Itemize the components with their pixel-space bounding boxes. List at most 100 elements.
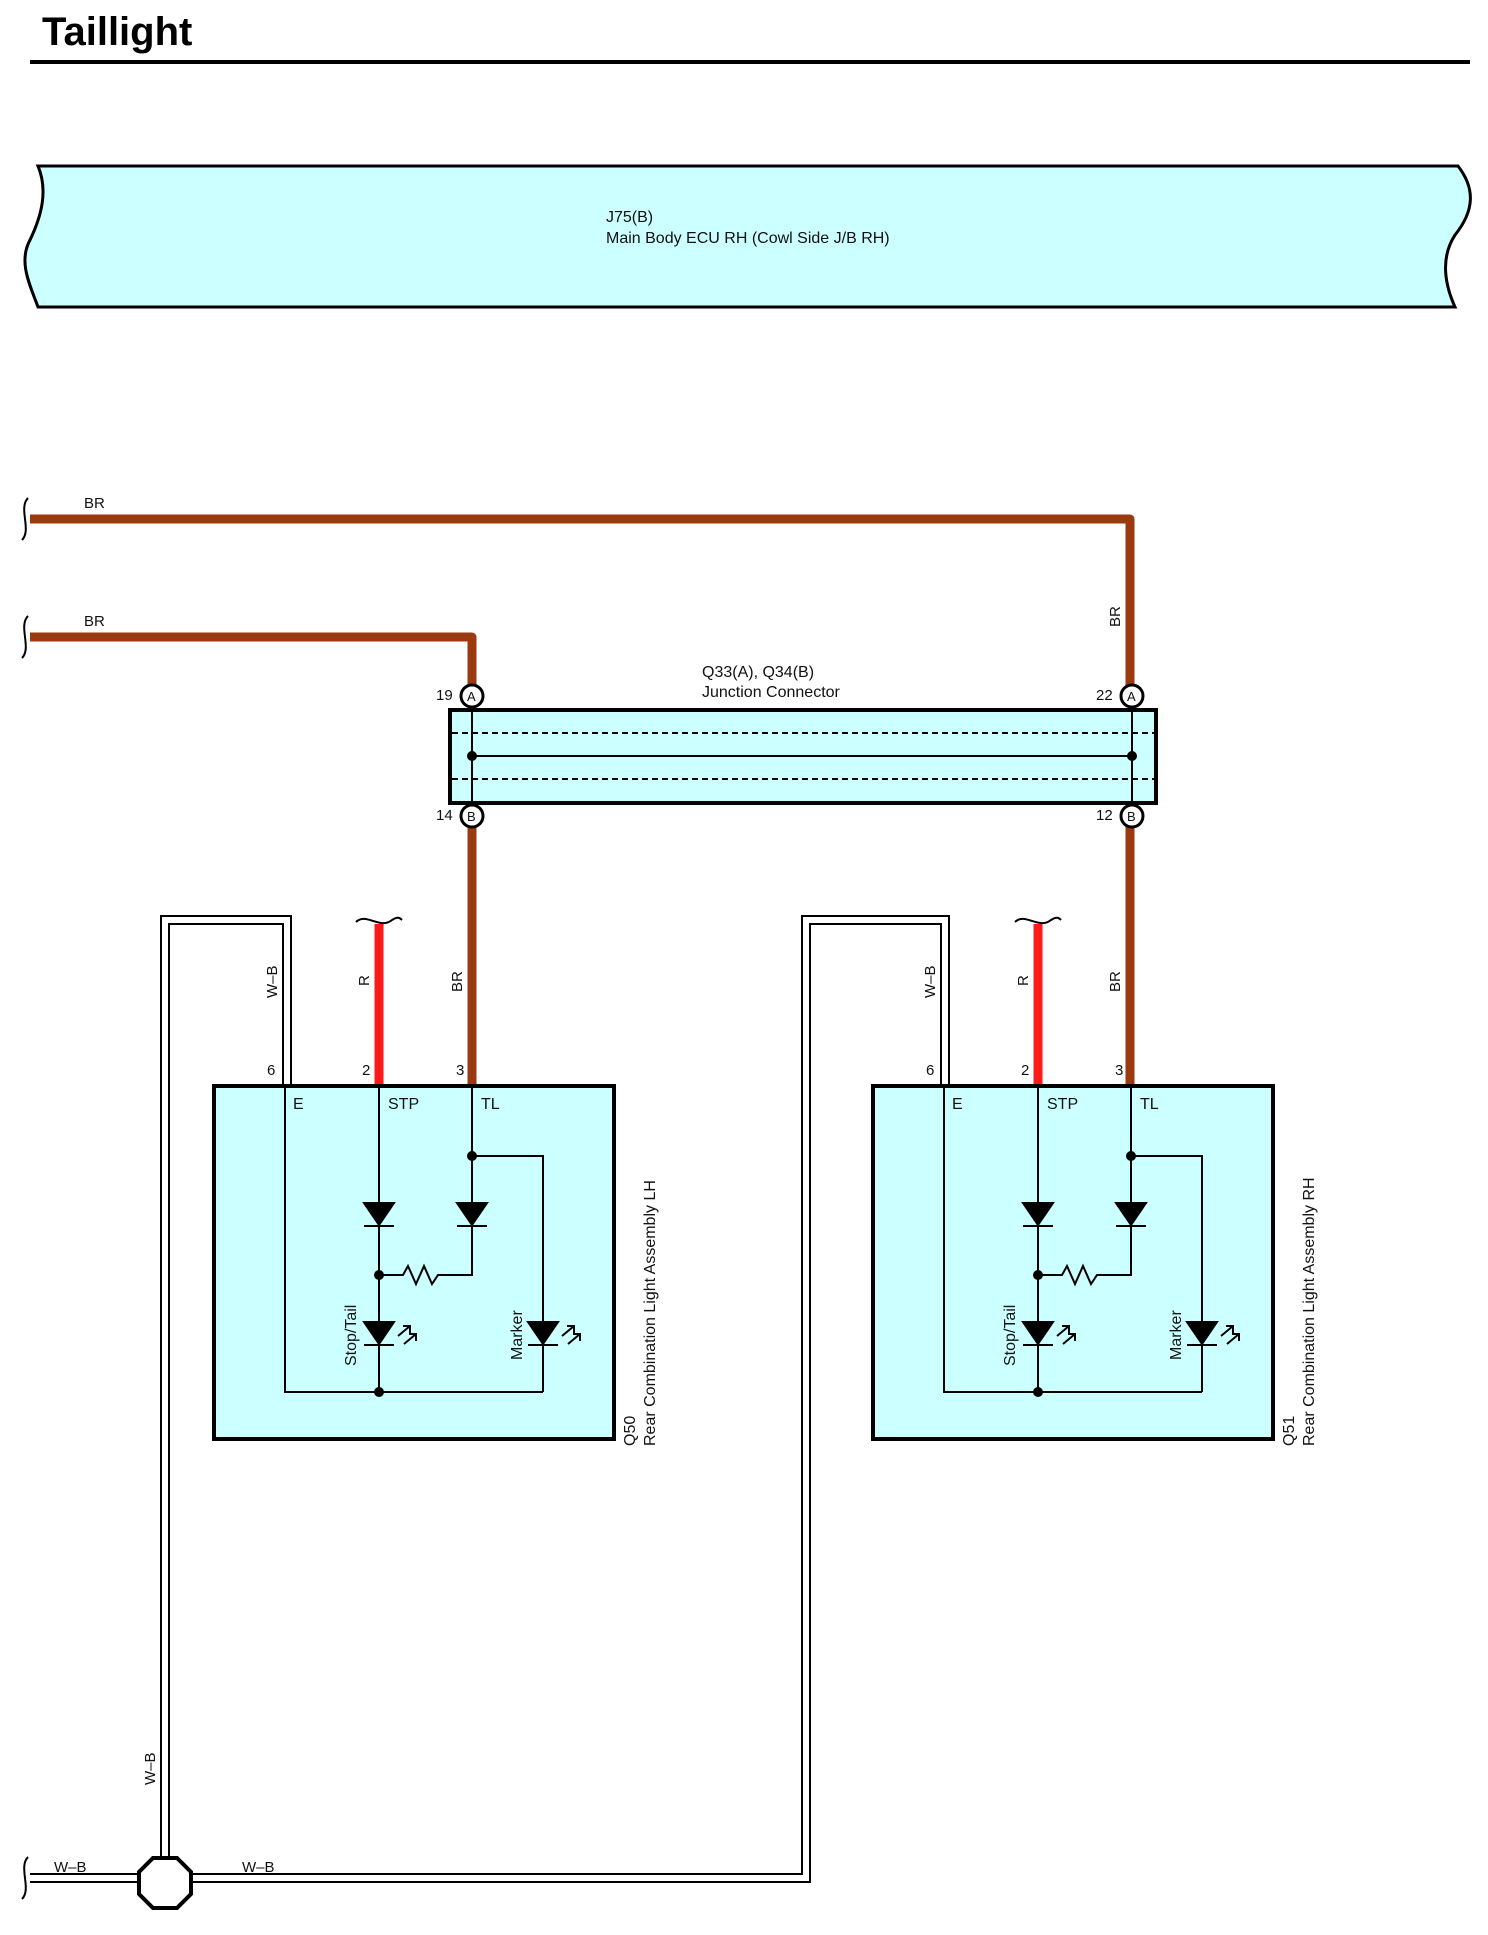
lamp-rh-led-stop-tail [1021,1321,1055,1346]
lamp-rh-body [871,1084,1275,1441]
junction-code: Q33(A), Q34(B) [702,664,814,681]
lamp-rh-tl-path [1100,1086,1132,1276]
br-label-top: BR [84,495,105,512]
wb-label-lh-vertical: W–B [264,965,281,998]
lamp-rh-emission-arrows [1056,1325,1240,1345]
lamp-rh-arrow-mk-2 [1226,1333,1240,1345]
lamp-rh-pin-e: 6 [926,1062,934,1079]
junction-name: Junction Connector [702,684,841,701]
lamp-lh-emission-arrows [397,1325,581,1345]
connector-a-left-letter: A [467,689,476,704]
lamp-lh-arrow-stp-2 [403,1333,417,1345]
junction-connector: A A B B 19 22 14 12 Q33(A), Q34(B) Junct… [436,664,1158,829]
lamp-lh-tl-path [441,1086,473,1276]
lamp-lh-node-ground [374,1387,384,1397]
lamp-lh-node-mid [374,1270,384,1280]
lamp-rh-ground-path [943,1086,1202,1393]
lamp-rh-node-mid [1033,1270,1043,1280]
break-mark-bottom [21,1856,29,1900]
lamp-lh-pin-e: 6 [267,1062,275,1079]
lamp-rh-marker-label: Marker [1168,1310,1185,1360]
lamp-rh-term-stp: STP [1047,1096,1078,1113]
lamp-rh-arrow-mk-1 [1220,1325,1234,1337]
connector-b-left [459,803,485,829]
break-mark-top [21,497,29,541]
lamp-lh-diode-tl [455,1202,489,1227]
lamp-rh-pin-stp: 2 [1021,1062,1029,1079]
lamp-rh-arrow-stp-2 [1062,1333,1076,1345]
wb-wire-lh-inner [162,917,290,1870]
br-label-rh-vertical: BR [1107,971,1124,992]
lamp-lh-node-tl [467,1151,477,1161]
ecu-code: J75(B) [606,209,653,226]
br-wires [30,514,1135,1086]
lamp-lh-ground-path [284,1086,543,1393]
break-mark-second [21,615,29,659]
lamp-rh-term-e: E [952,1096,963,1113]
r-label-rh: R [1015,975,1032,986]
lamp-rh-term-tl: TL [1140,1096,1159,1113]
ecu-banner-shape [23,164,1472,309]
lamp-lh-stop-tail-label: Stop/Tail [343,1305,360,1366]
lamp-rh: 6 2 3 E STP TL Stop/Tail Marker Q51 Rear… [871,1062,1318,1446]
page-title: Taillight [42,10,193,54]
lamp-lh: 6 2 3 E STP TL Stop/Tail Marker Q50 Rear… [212,1062,659,1446]
lamp-lh-arrow-mk-2 [567,1333,581,1345]
pin-14: 14 [436,807,453,824]
red-break-rh [1014,916,1062,925]
lamp-lh-term-tl: TL [481,1096,500,1113]
r-label-lh: R [356,975,373,986]
lamp-lh-pin-stp: 2 [362,1062,370,1079]
wire-break-marks [21,497,29,659]
connector-b-right-letter: B [1127,809,1136,824]
wb-label-vertical-low: W–B [142,1752,159,1785]
lamp-lh-led-marker [526,1321,560,1346]
lamp-lh-term-stp: STP [388,1096,419,1113]
title-rule [30,60,1470,64]
lamp-lh-arrow-stp-1 [397,1325,411,1337]
lamp-lh-pin-tl: 3 [456,1062,464,1079]
lamp-rh-code: Q51 [1281,1416,1298,1446]
lamp-lh-term-e: E [293,1096,304,1113]
pin-19: 19 [436,687,453,704]
red-break-lh [355,916,403,925]
br-label-second: BR [84,613,105,630]
lamp-rh-led-marker [1185,1321,1219,1346]
br-label-right-vertical: BR [1107,606,1124,627]
lamp-lh-resistor [379,1263,441,1287]
lamp-rh-resistor [1038,1263,1100,1287]
lamp-rh-arrow-stp-1 [1056,1325,1070,1337]
connector-a-right [1119,683,1145,709]
lamp-rh-stop-tail-label: Stop/Tail [1002,1305,1019,1366]
lamp-lh-circuit [284,1086,544,1393]
ecu-name: Main Body ECU RH (Cowl Side J/B RH) [606,230,890,247]
lamp-lh-arrow-mk-1 [561,1325,575,1337]
lamp-rh-diode-tl [1114,1202,1148,1227]
lamp-lh-led-stop-tail [362,1321,396,1346]
lamp-rh-diode-stp [1021,1202,1055,1227]
lamp-rh-node-ground [1033,1387,1043,1397]
pin-12: 12 [1096,807,1113,824]
ecu-banner: J75(B) Main Body ECU RH (Cowl Side J/B R… [23,164,1472,309]
lamp-rh-pin-tl: 3 [1115,1062,1123,1079]
wb-label-left-stub: W–B [54,1859,87,1876]
br-wire-second [30,632,477,690]
br-wire-top [30,514,1135,690]
connector-b-right [1119,803,1145,829]
junction-node-left [467,751,477,761]
wb-label-right-stub: W–B [242,1859,275,1876]
lamp-lh-diode-stp [362,1202,396,1227]
br-label-lh-vertical: BR [449,971,466,992]
lamp-lh-marker-path [472,1155,544,1392]
ground-splice [137,1856,193,1910]
connector-a-right-letter: A [1127,689,1136,704]
lamp-rh-node-tl [1126,1151,1136,1161]
wb-wires-inner [30,917,948,1881]
lamp-lh-code: Q50 [622,1416,639,1446]
connector-b-left-letter: B [467,809,476,824]
wb-label-rh-vertical: W–B [922,965,939,998]
lamp-lh-marker-label: Marker [509,1310,526,1360]
pin-22: 22 [1096,687,1113,704]
lamp-rh-name: Rear Combination Light Assembly RH [1301,1177,1318,1446]
